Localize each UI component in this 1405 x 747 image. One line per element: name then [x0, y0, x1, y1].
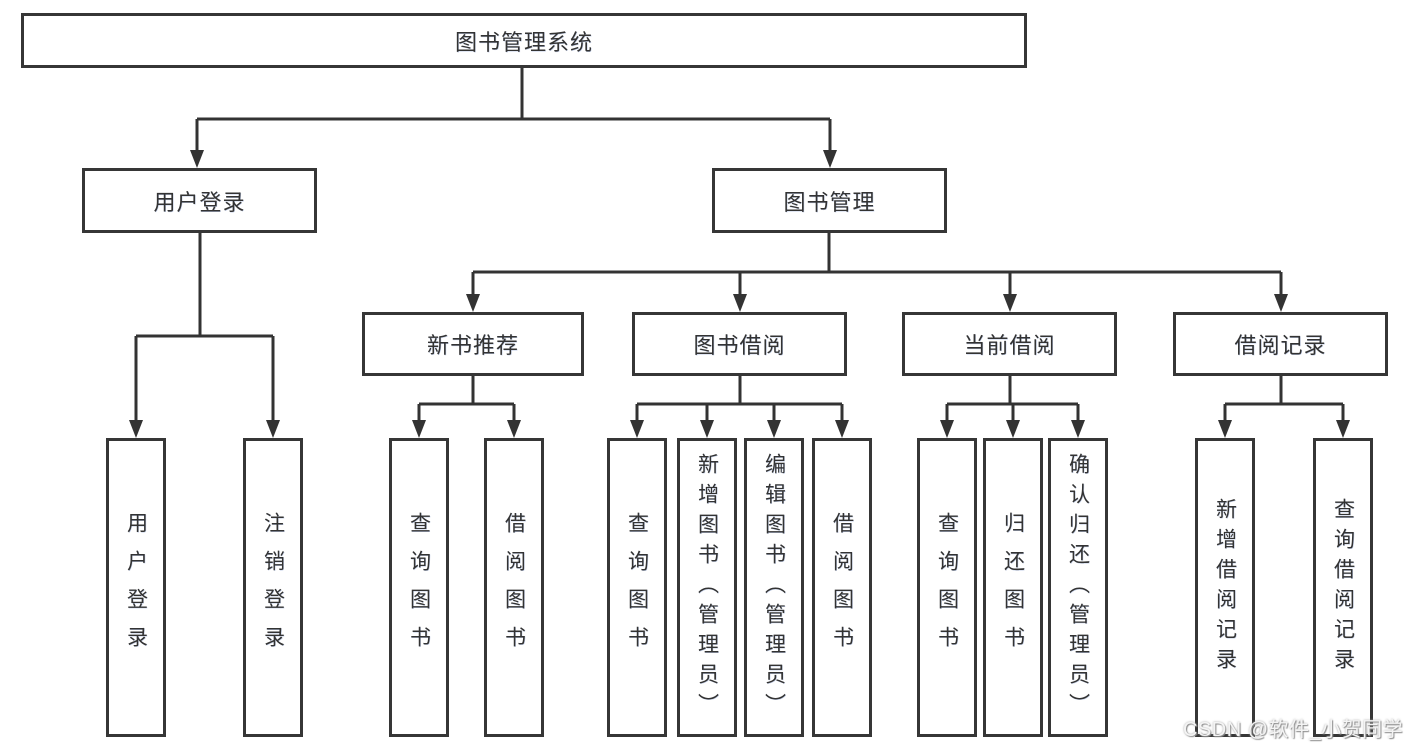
leaf-bb-borrow-books: 借阅图书 — [812, 438, 872, 737]
node-label: 编辑图书（管理员） — [762, 452, 786, 723]
node-label: 图书管理 — [783, 189, 876, 215]
edge-currentborrow-to-leaves — [945, 376, 1080, 421]
node-borrowing-records: 借阅记录 — [1173, 312, 1388, 376]
leaf-br-add-record: 新增借阅记录 — [1195, 438, 1255, 737]
node-label: 新书推荐 — [426, 333, 519, 358]
node-library-management-system: 图书管理系统 — [21, 13, 1027, 68]
node-label: 注销登录 — [261, 511, 285, 664]
node-label: 查询图书 — [407, 511, 431, 664]
edge-root-to-level2 — [195, 68, 832, 152]
node-label: 借阅记录 — [1234, 333, 1327, 358]
node-label: 借阅图书 — [830, 511, 854, 664]
node-book-management: 图书管理 — [712, 168, 947, 233]
node-label: 归还图书 — [1001, 511, 1025, 664]
leaf-cb-query-books: 查询图书 — [917, 438, 977, 737]
node-new-book-recommend: 新书推荐 — [362, 312, 584, 376]
leaf-cb-confirm-return-admin: 确认归还（管理员） — [1048, 438, 1108, 737]
edge-bookborrow-to-leaves — [635, 376, 844, 421]
node-book-borrowing: 图书借阅 — [632, 312, 847, 376]
node-label: 新增图书（管理员） — [695, 452, 719, 723]
node-current-borrowing: 当前借阅 — [902, 312, 1117, 376]
node-user-login: 用户登录 — [82, 168, 317, 233]
leaf-user-login: 用户登录 — [106, 438, 166, 737]
node-label: 用户登录 — [124, 511, 148, 664]
leaf-br-query-record: 查询借阅记录 — [1313, 438, 1373, 737]
node-label: 图书借阅 — [693, 333, 786, 358]
leaf-bb-add-books-admin: 新增图书（管理员） — [677, 438, 737, 737]
node-label: 当前借阅 — [963, 333, 1056, 358]
node-label: 查询图书 — [935, 511, 959, 664]
leaf-bb-edit-books-admin: 编辑图书（管理员） — [744, 438, 804, 737]
leaf-bb-query-books: 查询图书 — [607, 438, 667, 737]
leaf-cb-return-books: 归还图书 — [983, 438, 1043, 737]
csdn-watermark: CSDN @软件_小贺同学 — [1183, 719, 1404, 741]
arrowheads — [129, 150, 1350, 438]
node-label: 查询图书 — [625, 511, 649, 664]
node-label: 用户登录 — [153, 189, 246, 215]
node-label: 确认归还（管理员） — [1066, 452, 1090, 723]
edge-bookmgmt-to-level3 — [471, 233, 1283, 295]
edge-userlogin-to-leaves — [134, 233, 275, 421]
edge-newbookrec-to-leaves — [417, 376, 516, 421]
node-label: 新增借阅记录 — [1213, 497, 1237, 678]
leaf-rec-query-books: 查询图书 — [389, 438, 449, 737]
node-label: 图书管理系统 — [454, 29, 593, 55]
edge-borrowrecords-to-leaves — [1223, 376, 1345, 421]
leaf-logout: 注销登录 — [243, 438, 303, 737]
node-label: 查询借阅记录 — [1331, 497, 1355, 678]
node-label: 借阅图书 — [502, 511, 526, 664]
leaf-rec-borrow-books: 借阅图书 — [484, 438, 544, 737]
